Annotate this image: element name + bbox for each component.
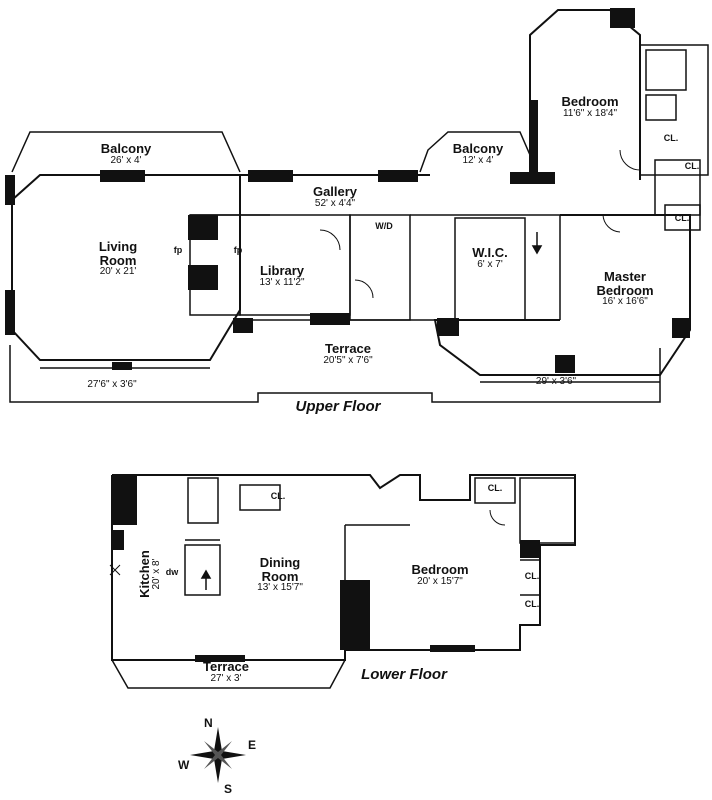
- closet-label: CL.: [663, 133, 679, 143]
- room-name: Bedroom: [411, 562, 469, 577]
- room-name: Balcony: [452, 141, 504, 156]
- room-name: Bedroom: [561, 94, 619, 109]
- closet-label: CL.: [524, 599, 540, 609]
- room-name-line-2: Bedroom: [596, 282, 654, 298]
- room-name: W.I.C.: [472, 245, 508, 260]
- room-dims: 11'6" x 18'4": [562, 107, 618, 119]
- compass-n: N: [204, 716, 213, 730]
- room-dims: 6' x 7': [477, 258, 503, 270]
- room-name: Balcony: [100, 141, 152, 156]
- room-dims: 13' x 15'7": [257, 582, 303, 594]
- room-dims: 20' x 15'7": [417, 575, 463, 587]
- room-dims: 20' x 21': [99, 266, 137, 278]
- compass-e: E: [248, 738, 257, 752]
- room-dims: 20' x 8': [150, 558, 162, 590]
- living-room-walls: [11, 174, 241, 361]
- room-label-library: Library 13' x 11'2": [260, 264, 305, 288]
- room-name-line-2: Room: [99, 252, 137, 268]
- room-name: Terrace: [324, 341, 372, 356]
- room-name: Kitchen: [136, 550, 152, 598]
- upper-terrace-outline: [9, 345, 661, 403]
- master-bedroom-walls: [433, 214, 691, 376]
- room-dims: 16' x 16'6": [602, 296, 648, 308]
- room-name: Terrace: [202, 659, 250, 674]
- closet-label: CL.: [684, 161, 700, 171]
- room-label-living-room: Living Room 20' x 21': [99, 240, 137, 278]
- room-dims: 12' x 4': [462, 154, 494, 166]
- room-name-line-2: Room: [261, 568, 299, 584]
- terrace-dims-left: 27'6" x 3'6": [87, 379, 137, 390]
- room-label-upper-bedroom: Bedroom 11'6" x 18'4": [561, 95, 618, 119]
- room-dims: 26' x 4': [110, 154, 142, 166]
- closet-label: CL.: [674, 213, 690, 223]
- room-label-dining-room: Dining Room 13' x 15'7": [257, 556, 303, 594]
- fireplace-label: fp: [173, 245, 183, 255]
- washer-dryer-label: W/D: [375, 221, 393, 231]
- closet-label: CL.: [487, 483, 503, 493]
- room-name-line-1: Master: [604, 269, 646, 284]
- room-label-master-bedroom: Master Bedroom 16' x 16'6": [596, 270, 653, 308]
- room-dims: 13' x 11'2": [259, 276, 305, 288]
- room-label-lower-terrace: Terrace 27' x 3': [203, 660, 249, 684]
- terrace-dims-right: 29' x 3'6": [535, 376, 577, 387]
- room-label-wic: W.I.C. 6' x 7': [472, 246, 507, 270]
- closet-label: CL.: [524, 571, 540, 581]
- floor-caption-upper: Upper Floor: [295, 398, 381, 415]
- room-name-line-1: Living: [98, 239, 138, 254]
- room-label-kitchen: Kitchen 20' x 8': [136, 550, 162, 598]
- balcony-left-outline: [11, 131, 241, 173]
- room-name-line-1: Dining: [259, 555, 301, 570]
- fireplace-label: fp: [233, 245, 243, 255]
- room-dims: 27' x 3': [210, 672, 242, 684]
- compass-w: W: [178, 758, 190, 772]
- room-dims: 20'5" x 7'6": [323, 354, 373, 366]
- room-label-lower-bedroom: Bedroom 20' x 15'7": [411, 563, 468, 587]
- room-label-balcony-left: Balcony 26' x 4': [101, 142, 152, 166]
- room-label-gallery: Gallery 52' x 4'4": [313, 185, 357, 209]
- room-name: Library: [259, 263, 305, 278]
- room-label-upper-terrace: Terrace 20'5" x 7'6": [323, 342, 372, 366]
- closet-label: CL.: [270, 491, 286, 501]
- room-name: Gallery: [312, 184, 358, 199]
- compass-s: S: [224, 782, 233, 796]
- compass-rose: [190, 727, 246, 783]
- floor-caption-lower: Lower Floor: [361, 666, 447, 683]
- lower-terrace-outline: [111, 659, 346, 689]
- dishwasher-label: dw: [165, 567, 179, 577]
- room-dims: 52' x 4'4": [314, 197, 356, 209]
- room-label-balcony-right: Balcony 12' x 4': [453, 142, 504, 166]
